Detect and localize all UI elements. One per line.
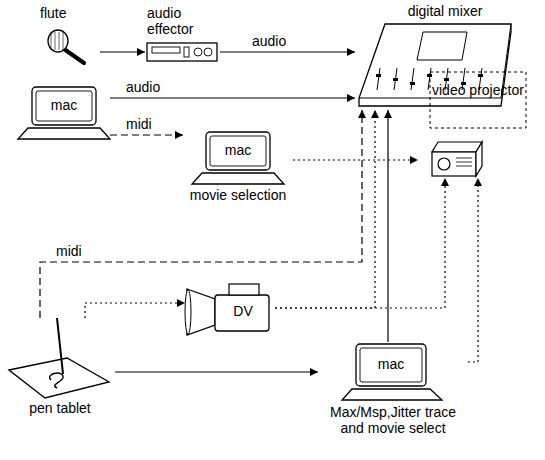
audio-effector-device: audio effector xyxy=(145,5,220,63)
signal-connector xyxy=(85,303,185,318)
signal-connector xyxy=(220,51,355,52)
device-label: audio effector xyxy=(147,5,219,37)
signal-label: audio xyxy=(250,33,288,49)
laptop-computer: mac movie selection xyxy=(183,130,293,208)
laptop-computer: macMax/Msp,Jitter trace and movie select xyxy=(318,342,468,442)
device-label: mac xyxy=(356,356,426,372)
device-label: Max/Msp,Jitter trace and movie select xyxy=(318,404,468,436)
signal-connector xyxy=(100,51,145,52)
signal-connector xyxy=(468,178,478,362)
pen-tablet: pen tablet xyxy=(5,318,115,418)
signal-connector xyxy=(275,178,445,308)
laptop-computer: mac xyxy=(18,85,110,140)
device-label: video projector xyxy=(432,82,524,98)
device-label: movie selection xyxy=(183,187,293,203)
signal-connector xyxy=(110,134,183,135)
signal-connector xyxy=(275,110,375,308)
signal-label: audio xyxy=(124,79,162,95)
microphone-icon: flute xyxy=(40,5,100,67)
signal-connector xyxy=(40,110,362,318)
signal-label: midi xyxy=(54,243,84,259)
signal-label: midi xyxy=(124,116,154,132)
device-label: digital mixer xyxy=(375,3,515,19)
video-projector: video projector xyxy=(418,72,528,178)
signal-connector xyxy=(293,159,418,160)
video-camera: DV xyxy=(185,283,275,339)
device-label: pen tablet xyxy=(5,400,115,416)
device-label: mac xyxy=(206,142,270,158)
device-label: flute xyxy=(40,5,100,21)
device-label: DV xyxy=(219,303,267,319)
device-label: mac xyxy=(32,97,96,113)
signal-connector xyxy=(110,97,355,98)
signal-connector xyxy=(387,110,388,342)
video-camera-drawing xyxy=(185,283,275,339)
signal-connector xyxy=(115,371,318,372)
